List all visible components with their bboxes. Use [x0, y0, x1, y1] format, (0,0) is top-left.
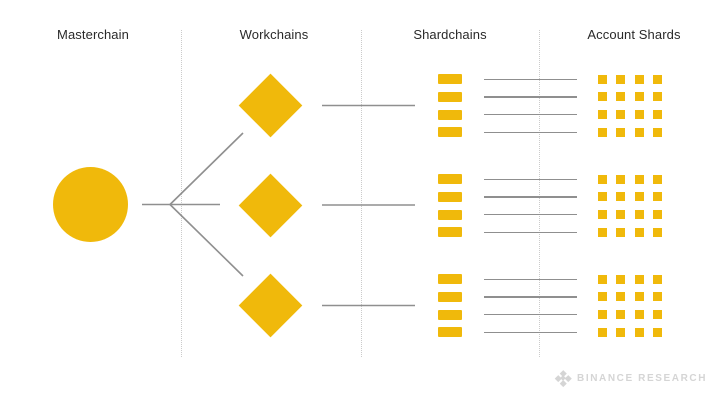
account-shard-cell	[634, 210, 644, 220]
shardchain-link-line	[483, 213, 577, 216]
account-shard-cell	[598, 327, 607, 337]
shardchain-link-line	[483, 231, 577, 234]
column-label-shardchains: Shardchains	[413, 27, 487, 42]
column-separator	[539, 30, 540, 357]
account-shard-cell	[634, 74, 644, 84]
shardchain-bar	[438, 74, 462, 85]
shardchain-bar	[438, 309, 462, 320]
account-shard-cell	[616, 174, 626, 184]
shardchain-bar	[438, 174, 462, 185]
account-shard-cell	[634, 227, 644, 237]
account-shard-cell	[616, 327, 626, 337]
shardchain-link-line	[483, 131, 577, 134]
branding: BINANCE RESEARCH	[554, 369, 708, 387]
branding-label: BINANCE RESEARCH	[577, 372, 708, 384]
account-shard-cell	[616, 74, 626, 84]
column-separator	[361, 30, 362, 357]
account-shard-cell	[616, 92, 626, 102]
account-shard-cell	[634, 274, 644, 284]
shardchain-bar	[438, 191, 462, 202]
shardchain-bar	[438, 127, 462, 138]
account-shard-cell	[598, 110, 607, 120]
account-shard-cell	[634, 310, 644, 320]
shardchain-link-line	[483, 113, 577, 116]
shardchain-bar	[438, 274, 462, 285]
shardchain-link-line	[483, 78, 577, 81]
account-shard-cell	[652, 110, 662, 120]
account-shard-cell	[598, 92, 607, 102]
account-shard-cell	[634, 127, 644, 137]
account-shard-cell	[616, 192, 626, 202]
shardchain-link-line	[483, 278, 577, 281]
account-shard-cell	[634, 92, 644, 102]
account-shard-cell	[634, 327, 644, 337]
connector-line	[169, 203, 244, 277]
account-shard-cell	[634, 110, 644, 120]
account-shard-cell	[652, 274, 662, 284]
connector-line	[169, 132, 244, 206]
account-shard-cell	[616, 292, 626, 302]
account-shard-cell	[652, 92, 662, 102]
account-shard-cell	[652, 192, 662, 202]
account-shard-cell	[652, 310, 662, 320]
shardchain-link-line	[483, 313, 577, 316]
account-shard-cell	[634, 174, 644, 184]
account-shard-cell	[616, 110, 626, 120]
account-shard-cell	[652, 210, 662, 220]
account-shard-cell	[616, 127, 626, 137]
account-shard-cell	[598, 192, 607, 202]
column-label-workchains: Workchains	[239, 27, 309, 42]
account-shard-cell	[598, 274, 607, 284]
shardchain-link-line	[483, 196, 577, 198]
shardchain-link-line	[483, 331, 577, 334]
shardchain-link-line	[483, 296, 577, 298]
account-shard-cell	[634, 192, 644, 202]
account-shard-cell	[652, 74, 662, 84]
account-shard-cell	[652, 127, 662, 137]
account-shard-cell	[634, 292, 644, 302]
account-shard-cell	[616, 227, 626, 237]
shardchain-bar	[438, 109, 462, 120]
shardchain-bar	[438, 209, 462, 220]
account-shard-cell	[652, 227, 662, 237]
shardchain-bar	[438, 327, 462, 338]
account-shard-cell	[616, 210, 626, 220]
account-shard-cell	[652, 174, 662, 184]
shardchain-link-line	[483, 178, 577, 181]
account-shard-cell	[598, 292, 607, 302]
column-label-account-shards: Account Shards	[587, 27, 681, 42]
account-shard-cell	[598, 174, 607, 184]
shardchain-bar	[438, 291, 462, 302]
account-shard-cell	[616, 274, 626, 284]
account-shard-cell	[598, 227, 607, 237]
account-shard-cell	[652, 327, 662, 337]
shardchain-bar	[438, 91, 462, 102]
account-shard-cell	[598, 74, 607, 84]
shardchain-bar	[438, 227, 462, 238]
masterchain-node	[53, 167, 128, 242]
account-shard-cell	[616, 310, 626, 320]
account-shard-cell	[598, 210, 607, 220]
account-shard-cell	[598, 127, 607, 137]
account-shard-cell	[598, 310, 607, 320]
column-label-masterchain: Masterchain	[57, 27, 129, 42]
shardchain-link-line	[483, 96, 577, 98]
account-shard-cell	[652, 292, 662, 302]
